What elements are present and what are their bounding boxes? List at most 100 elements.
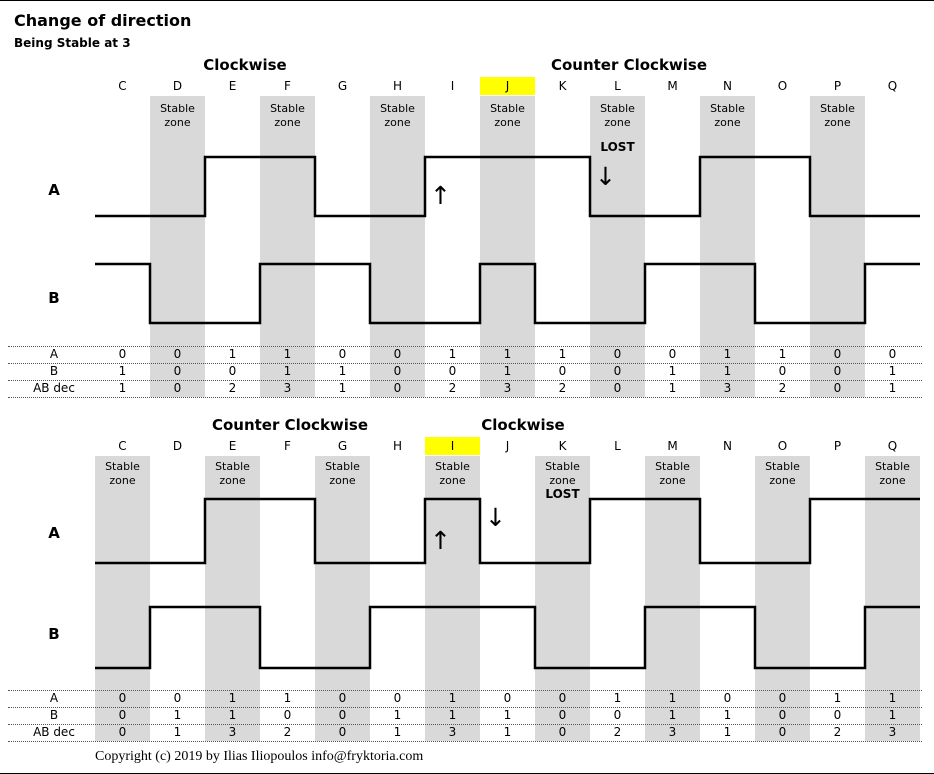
column-header: D xyxy=(172,439,183,453)
signal-b-label: B xyxy=(48,289,60,307)
column-header: F xyxy=(284,439,291,453)
table-cell: 1 xyxy=(338,364,347,378)
page-subtitle: Being Stable at 3 xyxy=(14,36,131,50)
stable-zone-label: Stable zone xyxy=(325,460,360,487)
stable-zone-label: Stable zone xyxy=(270,102,305,129)
table-grid-line xyxy=(8,707,922,708)
column-header: M xyxy=(667,79,678,93)
table-cell: 1 xyxy=(888,691,897,705)
signal-b-waveform xyxy=(95,605,920,670)
table-grid-line xyxy=(8,397,922,398)
table-cell: 2 xyxy=(778,381,787,395)
signal-b-waveform-line xyxy=(95,262,920,325)
stable-zone-label: Stable zone xyxy=(710,102,745,129)
highlighted-column-header xyxy=(480,77,535,95)
signal-a-waveform-line xyxy=(95,497,920,565)
table-cell: 2 xyxy=(833,725,842,739)
table-grid-line xyxy=(8,346,922,347)
stable-zone-band xyxy=(865,456,920,741)
column-header: E xyxy=(228,439,237,453)
table-cell: 1 xyxy=(503,708,512,722)
table-cell: 0 xyxy=(833,708,842,722)
table-cell: 1 xyxy=(723,708,732,722)
stable-zone-label: Stable zone xyxy=(600,102,635,129)
table-grid-line xyxy=(8,363,922,364)
column-header: H xyxy=(392,439,403,453)
table-cell: 1 xyxy=(448,347,457,361)
table-cell: 0 xyxy=(613,381,622,395)
stable-zone-label: Stable zone xyxy=(380,102,415,129)
page-title: Change of direction xyxy=(14,11,192,30)
signal-b-label: B xyxy=(48,625,60,643)
column-header: L xyxy=(614,79,621,93)
table-cell: 2 xyxy=(283,725,292,739)
table-cell: 0 xyxy=(338,708,347,722)
copyright-text: Copyright (c) 2019 by Ilias Iliopoulos i… xyxy=(95,749,424,764)
table-cell: 1 xyxy=(173,725,182,739)
table-cell: 0 xyxy=(613,347,622,361)
table-cell: 0 xyxy=(503,691,512,705)
table-cell: 1 xyxy=(173,708,182,722)
table-cell: 0 xyxy=(833,381,842,395)
table-cell: 0 xyxy=(888,347,897,361)
table-cell: 1 xyxy=(118,364,127,378)
table-grid-line xyxy=(8,724,922,725)
table-row-label: A xyxy=(49,347,59,361)
table-row-label: B xyxy=(49,364,59,378)
table-cell: 0 xyxy=(613,708,622,722)
table-cell: 1 xyxy=(668,708,677,722)
column-header: J xyxy=(505,439,510,453)
column-header: M xyxy=(667,439,678,453)
table-cell: 0 xyxy=(448,364,457,378)
column-header: C xyxy=(118,79,127,93)
table-cell: 1 xyxy=(888,708,897,722)
column-header: O xyxy=(777,439,788,453)
table-cell: 1 xyxy=(503,347,512,361)
table-cell: 3 xyxy=(888,725,897,739)
table-cell: 0 xyxy=(613,364,622,378)
table-row-label: AB dec xyxy=(33,381,75,395)
table-grid-line xyxy=(8,741,922,742)
table-cell: 0 xyxy=(338,347,347,361)
table-row-label: A xyxy=(49,691,59,705)
table-grid-line xyxy=(8,380,922,381)
column-header: H xyxy=(392,79,403,93)
signal-a-waveform-line xyxy=(95,155,920,218)
column-header: G xyxy=(337,79,348,93)
table-cell: 3 xyxy=(668,725,677,739)
table-cell: 2 xyxy=(613,725,622,739)
table-cell: 0 xyxy=(833,347,842,361)
table-cell: 0 xyxy=(558,364,567,378)
table-grid-line xyxy=(8,690,922,691)
table-cell: 0 xyxy=(173,691,182,705)
table-cell: 1 xyxy=(118,381,127,395)
table-cell: 0 xyxy=(558,708,567,722)
table-cell: 1 xyxy=(723,364,732,378)
table-cell: 1 xyxy=(448,691,457,705)
column-header: C xyxy=(118,439,127,453)
table-cell: 0 xyxy=(393,691,402,705)
column-header: Q xyxy=(887,439,898,453)
table-cell: 0 xyxy=(228,364,237,378)
table-cell: 3 xyxy=(503,381,512,395)
table-cell: 0 xyxy=(558,691,567,705)
lost-label: LOST xyxy=(545,487,580,501)
table-cell: 1 xyxy=(393,708,402,722)
column-header: L xyxy=(614,439,621,453)
table-cell: 0 xyxy=(778,708,787,722)
column-header: K xyxy=(558,439,567,453)
table-cell: 1 xyxy=(228,347,237,361)
direction-heading-left: Counter Clockwise xyxy=(211,416,369,434)
table-cell: 3 xyxy=(448,725,457,739)
up-arrow-icon: ↑ xyxy=(430,181,451,210)
stable-zone-band xyxy=(755,456,810,741)
column-header: I xyxy=(450,79,455,93)
signal-b-waveform-line xyxy=(95,605,920,670)
column-header: K xyxy=(558,79,567,93)
table-cell: 0 xyxy=(723,691,732,705)
table-cell: 1 xyxy=(668,381,677,395)
stable-zone-label: Stable zone xyxy=(820,102,855,129)
table-cell: 0 xyxy=(338,725,347,739)
